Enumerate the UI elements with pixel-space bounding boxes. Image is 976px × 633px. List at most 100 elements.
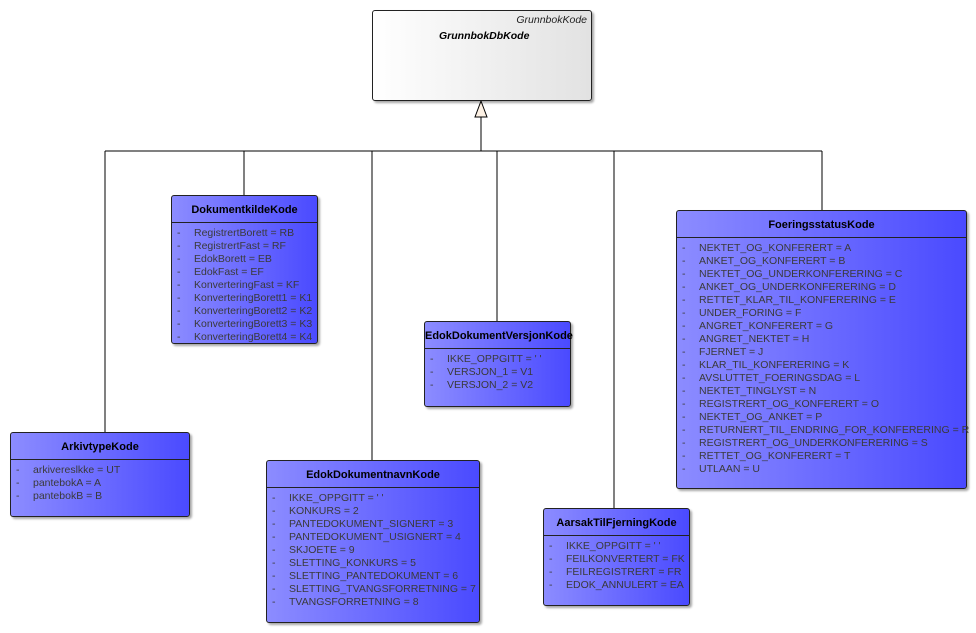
attribute-text: NEKTET_OG_KONFERERT = A xyxy=(699,242,852,254)
attribute-item: - KonverteringBorett3 = K3 xyxy=(172,318,317,331)
attribute-item: -FEILKONVERTERT = FK xyxy=(544,553,689,566)
attribute-item: -SLETTING_TVANGSFORRETNING = 7 xyxy=(267,583,479,596)
attribute-item: -ANGRET_NEKTET = H xyxy=(677,333,966,346)
private-visibility-icon: - xyxy=(430,379,434,391)
attribute-text: TVANGSFORRETNING = 8 xyxy=(289,596,419,608)
private-visibility-icon: - xyxy=(682,385,686,397)
private-visibility-icon: - xyxy=(272,557,276,569)
attribute-text: KonverteringFast = KF xyxy=(194,279,300,291)
private-visibility-icon: - xyxy=(272,570,276,582)
private-visibility-icon: - xyxy=(177,240,181,252)
private-visibility-icon: - xyxy=(682,294,686,306)
attribute-text: IKKE_OPPGITT = ' ' xyxy=(289,492,384,504)
class-grunnbokdbkode[interactable]: GrunnbokKode GrunnbokDbKode xyxy=(372,10,592,101)
attribute-list: -IKKE_OPPGITT = ' '-KONKURS = 2-PANTEDOK… xyxy=(267,488,479,609)
attribute-item: -SLETTING_PANTEDOKUMENT = 6 xyxy=(267,570,479,583)
attribute-item: - EDOK_ANNULERT = EA xyxy=(544,579,689,592)
attribute-item: - PANTEDOKUMENT_SIGNERT = 3 xyxy=(267,518,479,531)
private-visibility-icon: - xyxy=(177,279,181,291)
attribute-text: IKKE_OPPGITT = ' ' xyxy=(447,353,542,365)
attribute-text: VERSJON_1 = V1 xyxy=(447,366,534,378)
attribute-item: -KonverteringBorett4 = K4 xyxy=(172,331,317,344)
private-visibility-icon: - xyxy=(682,242,686,254)
private-visibility-icon: - xyxy=(177,318,181,330)
attribute-text: pantebokB = B xyxy=(33,490,103,502)
attribute-item: -EdokFast = EF xyxy=(172,266,317,279)
attribute-item: -ANKET_OG_KONFERERT = B xyxy=(677,255,966,268)
attribute-list: -IKKE_OPPGITT = ' '-FEILKONVERTERT = FK-… xyxy=(544,536,689,592)
private-visibility-icon: - xyxy=(682,437,686,449)
class-dokumentkildekode[interactable]: DokumentkildeKode-RegistrertBorett = RB-… xyxy=(171,195,318,344)
attribute-text: KonverteringBorett4 = K4 xyxy=(194,331,313,343)
attribute-item: -VERSJON_2 = V2 xyxy=(425,379,570,392)
attribute-item: -TVANGSFORRETNING = 8 xyxy=(267,596,479,609)
attribute-text: NEKTET_OG_UNDERKONFERERING = C xyxy=(699,268,903,280)
class-edokdokumentnavnkode[interactable]: EdokDokumentnavnKode-IKKE_OPPGITT = ' '-… xyxy=(266,460,480,623)
private-visibility-icon: - xyxy=(272,544,276,556)
private-visibility-icon: - xyxy=(549,553,553,565)
attribute-text: KLAR_TIL_KONFERERING = K xyxy=(699,359,850,371)
attribute-text: RegistrertFast = RF xyxy=(194,240,286,252)
attribute-item: -SLETTING_KONKURS = 5 xyxy=(267,557,479,570)
attribute-item: -NEKTET_OG_ANKET = P xyxy=(677,411,966,424)
attribute-item: -PANTEDOKUMENT_USIGNERT = 4 xyxy=(267,531,479,544)
attribute-text: KonverteringBorett3 = K3 xyxy=(194,318,313,330)
private-visibility-icon: - xyxy=(549,579,553,591)
private-visibility-icon: - xyxy=(682,398,686,410)
private-visibility-icon: - xyxy=(272,531,276,543)
attribute-item: - KONKURS = 2 xyxy=(267,505,479,518)
private-visibility-icon: - xyxy=(272,492,276,504)
attribute-text: FJERNET = J xyxy=(699,346,764,358)
class-name: ArkivtypeKode xyxy=(11,433,189,460)
class-name: AarsakTilFjerningKode xyxy=(544,509,689,536)
private-visibility-icon: - xyxy=(682,411,686,423)
attribute-text: UTLAAN = U xyxy=(699,463,760,475)
attribute-text: REGISTRERT_OG_KONFERERT = O xyxy=(699,398,880,410)
class-edokdokumentversjonkode[interactable]: EdokDokumentVersjonKode-IKKE_OPPGITT = '… xyxy=(424,321,573,407)
private-visibility-icon: - xyxy=(682,424,686,436)
attribute-item: -NEKTET_TINGLYST = N xyxy=(677,385,966,398)
private-visibility-icon: - xyxy=(682,463,686,475)
class-name: FoeringsstatusKode xyxy=(677,211,966,238)
private-visibility-icon: - xyxy=(16,477,20,489)
attribute-text: EdokFast = EF xyxy=(194,266,264,278)
class-aarsaktilfjerningkode[interactable]: AarsakTilFjerningKode-IKKE_OPPGITT = ' '… xyxy=(543,508,690,606)
attribute-item: - NEKTET_OG_KONFERERT = A xyxy=(677,242,966,255)
class-name: DokumentkildeKode xyxy=(172,196,317,223)
attribute-text: KONKURS = 2 xyxy=(289,505,359,517)
attribute-text: REGISTRERT_OG_UNDERKONFERERING = S xyxy=(699,437,928,449)
attribute-item: - IKKE_OPPGITT = ' ' xyxy=(267,492,479,505)
class-name: GrunnbokDbKode xyxy=(439,30,530,42)
private-visibility-icon: - xyxy=(272,505,276,517)
attribute-text: EDOK_ANNULERT = EA xyxy=(566,579,684,591)
attribute-item: -RETURNERT_TIL_ENDRING_FOR_KONFERERING =… xyxy=(677,424,969,437)
private-visibility-icon: - xyxy=(272,518,276,530)
attribute-text: RegistrertBorett = RB xyxy=(194,227,295,239)
attribute-text: ANGRET_NEKTET = H xyxy=(699,333,810,345)
private-visibility-icon: - xyxy=(682,281,686,293)
attribute-item: -KLAR_TIL_KONFERERING = K xyxy=(677,359,966,372)
attribute-item: -EdokBorett = EB xyxy=(172,253,317,266)
class-arkivtypekode[interactable]: ArkivtypeKode-arkivereslkke = UT-pantebo… xyxy=(10,432,190,517)
private-visibility-icon: - xyxy=(682,320,686,332)
private-visibility-icon: - xyxy=(549,566,553,578)
attribute-item: -ANGRET_KONFERERT = G xyxy=(677,320,966,333)
attribute-item: -VERSJON_1 = V1 xyxy=(425,366,570,379)
attribute-text: arkivereslkke = UT xyxy=(33,464,121,476)
class-foeringsstatuskode[interactable]: FoeringsstatusKode - NEKTET_OG_KONFERERT =… xyxy=(676,210,969,489)
attribute-item: -FEILREGISTRERT = FR xyxy=(544,566,689,579)
attribute-item: -AVSLUTTET_FOERINGSDAG = L xyxy=(677,372,966,385)
attribute-item: -IKKE_OPPGITT = ' ' xyxy=(425,353,570,366)
attribute-text: PANTEDOKUMENT_SIGNERT = 3 xyxy=(289,518,454,530)
attribute-item: -pantebokA = A xyxy=(11,477,189,490)
attribute-item: -KonverteringBorett2 = K2 xyxy=(172,305,317,318)
class-namespace: GrunnbokKode xyxy=(516,14,587,26)
attribute-item: -UNDER_FORING = F xyxy=(677,307,966,320)
private-visibility-icon: - xyxy=(16,490,20,502)
attribute-list: -IKKE_OPPGITT = ' '-VERSJON_1 = V1-VERSJ… xyxy=(425,349,570,392)
private-visibility-icon: - xyxy=(682,307,686,319)
attribute-text: ANKET_OG_KONFERERT = B xyxy=(699,255,846,267)
attribute-list: - RegistrertBorett = RB - RegistrertFast = … xyxy=(172,223,317,344)
private-visibility-icon: - xyxy=(177,227,181,239)
